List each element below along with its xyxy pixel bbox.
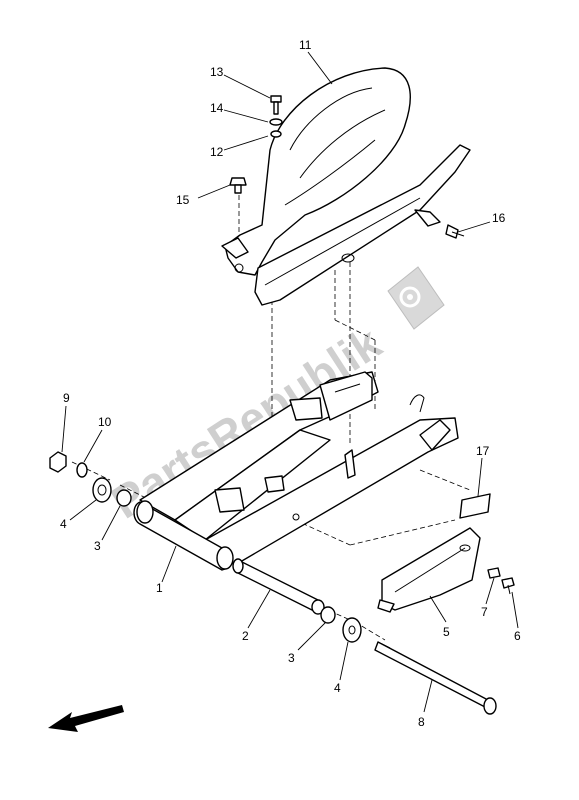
callout-12: 12	[210, 145, 224, 159]
leader-lines	[61, 51, 519, 713]
screw-16	[445, 224, 465, 239]
callout-6: 6	[514, 629, 521, 643]
callout-4b: 4	[334, 681, 341, 695]
thrust-cover-4a	[92, 477, 112, 503]
callout-13: 13	[210, 65, 224, 79]
right-pivot-hardware	[320, 606, 362, 643]
callout-9: 9	[63, 391, 70, 405]
callout-3a: 3	[94, 539, 101, 553]
callout-15: 15	[176, 193, 190, 207]
bushing-3a	[116, 489, 132, 507]
callout-11: 11	[299, 38, 312, 52]
clip-15	[229, 177, 247, 194]
callout-4a: 4	[60, 517, 67, 531]
bushing-3b	[320, 606, 336, 624]
bolt-13	[270, 95, 282, 115]
chain-slider	[377, 527, 481, 613]
callout-5: 5	[443, 625, 450, 639]
callout-labels: 11 13 14 12 15 16 9 10 4 3 17 1 2 3 4 5 …	[60, 38, 521, 729]
washer-14	[269, 118, 283, 126]
callout-10: 10	[98, 415, 112, 429]
pivot-shaft	[374, 641, 497, 715]
callout-7: 7	[481, 605, 488, 619]
collar-12	[270, 130, 282, 138]
left-pivot-hardware	[49, 451, 132, 507]
nut-9	[49, 451, 67, 473]
gear-icon	[387, 266, 445, 330]
callout-1: 1	[156, 581, 163, 595]
fender-hardware	[229, 95, 465, 239]
swingarm	[133, 371, 459, 571]
callout-3b: 3	[288, 651, 295, 665]
callout-8: 8	[418, 715, 425, 729]
bolt-6	[501, 577, 515, 595]
washer-10	[76, 462, 88, 478]
callout-17: 17	[476, 444, 490, 458]
callout-2: 2	[242, 629, 249, 643]
thrust-cover-4b	[342, 617, 362, 643]
callout-14: 14	[210, 101, 224, 115]
pivot-collar	[232, 558, 325, 615]
collar-7	[487, 567, 501, 579]
callout-16: 16	[492, 211, 506, 225]
arrow-front-icon	[48, 705, 124, 732]
rear-fender	[221, 67, 471, 306]
label-17	[459, 493, 491, 519]
